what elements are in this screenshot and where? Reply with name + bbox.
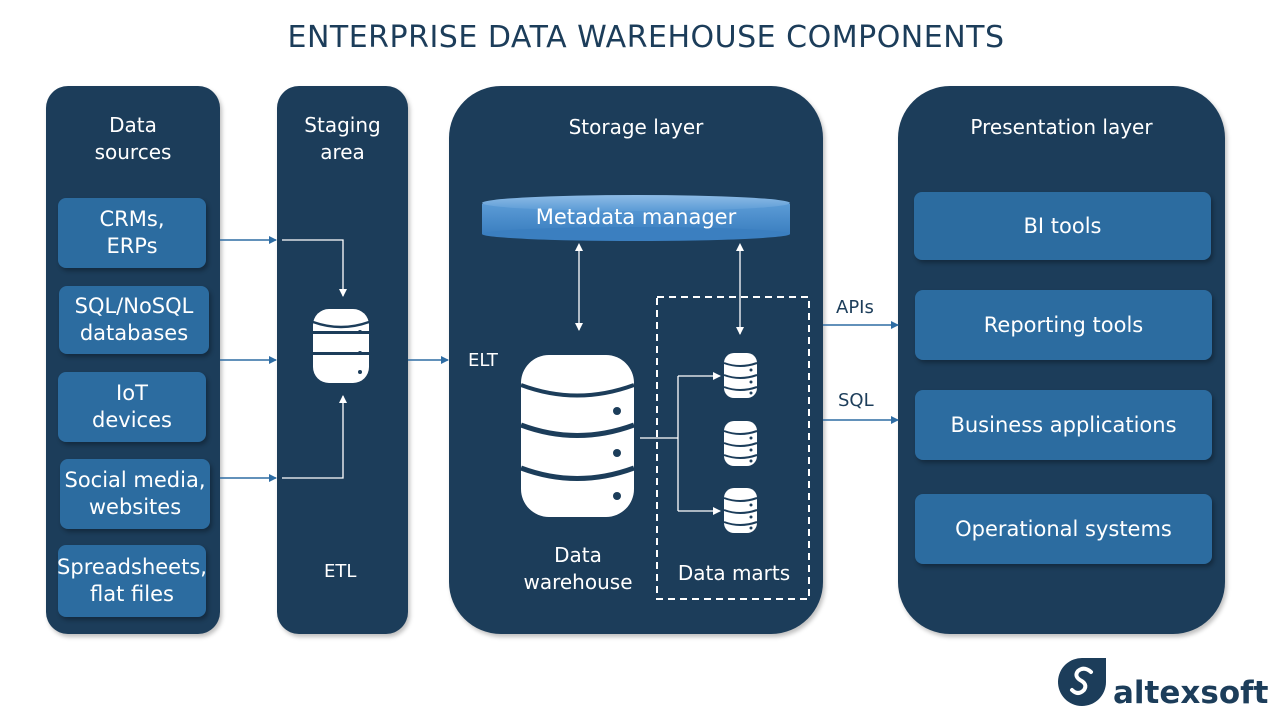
reporting-tools-box[interactable]: Reporting tools xyxy=(915,290,1212,360)
sql-label: SQL xyxy=(838,390,874,411)
etl-label: ETL xyxy=(324,561,357,582)
data-warehouse-icon xyxy=(520,355,635,517)
data-marts-label: Data marts xyxy=(677,561,791,585)
data-mart-icon-1 xyxy=(723,353,758,398)
elt-label: ELT xyxy=(468,350,498,371)
metadata-manager-label: Metadata manager xyxy=(535,205,737,229)
presentation-layer-title: Presentation layer xyxy=(970,115,1153,139)
source-crms-erps[interactable]: CRMs,ERPs xyxy=(58,198,206,268)
operational-systems-box[interactable]: Operational systems xyxy=(915,494,1212,564)
source-social-media-websites[interactable]: Social media,websites xyxy=(60,459,210,529)
source-to-staging-arrows xyxy=(220,236,277,482)
source-spreadsheets-flat-files[interactable]: Spreadsheets,flat files xyxy=(57,545,207,617)
business-applications-box[interactable]: Business applications xyxy=(915,390,1212,460)
data-mart-icon-2 xyxy=(723,421,758,466)
metadata-manager-cylinder xyxy=(482,195,790,241)
storage-layer-title: Storage layer xyxy=(568,115,704,139)
altexsoft-logo-text: altexsoft xyxy=(1113,675,1269,711)
data-marts-frame xyxy=(656,296,810,600)
storage-layer-panel: Storage layer xyxy=(449,86,823,634)
bi-tools-box[interactable]: BI tools xyxy=(914,192,1211,260)
apis-label: APIs xyxy=(836,297,874,318)
data-mart-icon-3 xyxy=(723,488,758,533)
diagram-title: ENTERPRISE DATA WAREHOUSE COMPONENTS xyxy=(287,20,1005,55)
altexsoft-logo-icon xyxy=(1058,657,1106,706)
staging-database-icon xyxy=(312,309,370,383)
staging-internal-arrows xyxy=(282,239,347,479)
warehouse-to-marts-arrows xyxy=(640,372,721,515)
